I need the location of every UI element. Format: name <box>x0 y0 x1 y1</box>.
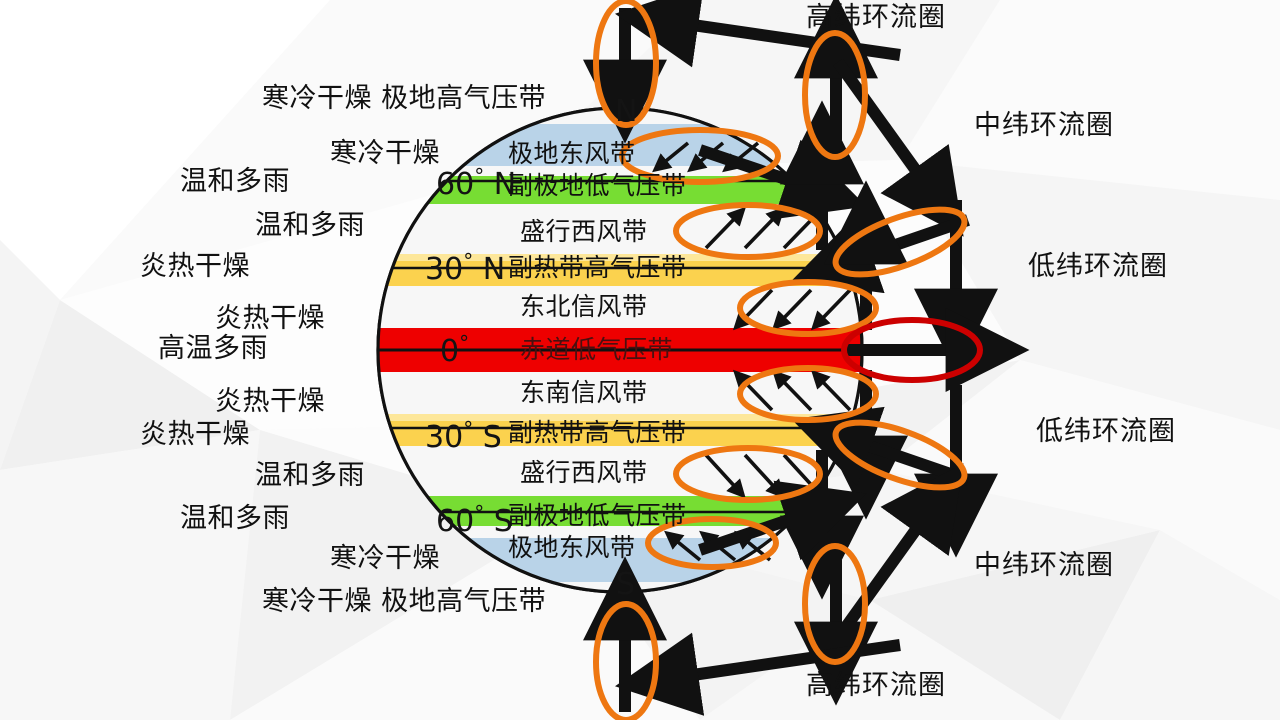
hemisphere: S <box>482 420 502 455</box>
band-label-subpolar-low-north: 副极地低气压带 <box>508 171 687 200</box>
climate-label-5: 炎热干燥 <box>215 303 325 334</box>
degree-symbol: ° <box>463 417 474 441</box>
highlight-equator-flow <box>841 317 983 383</box>
band-fill-se-trades <box>378 372 862 414</box>
latitude-value: 30 <box>425 252 464 287</box>
latitude-value: 60 <box>436 504 475 539</box>
highlight-south-pole-ascend <box>593 601 659 720</box>
cell-label-low-lat-south: 低纬环流圈 <box>1036 416 1176 447</box>
arrow-polar-bottom-west <box>614 632 901 716</box>
highlight-high-lat-descend-s <box>802 543 868 665</box>
highlight-ne-trades <box>737 279 879 337</box>
hemisphere: S <box>493 504 513 539</box>
latitude-mark-30s: 30° S <box>425 419 502 453</box>
highlight-westerlies-n <box>673 202 823 260</box>
latitude-value: 30 <box>425 420 464 455</box>
climate-label-2: 温和多雨 <box>180 166 290 197</box>
band-label-subpolar-low-south: 副极地低气压带 <box>508 501 687 530</box>
cell-label-mid-lat-south: 中纬环流圈 <box>974 550 1114 581</box>
band-label-subtropical-high-north: 副热带高气压带 <box>508 253 687 282</box>
climate-label-3: 温和多雨 <box>255 210 365 241</box>
latitude-value: 0 <box>440 334 460 369</box>
climate-label-9: 温和多雨 <box>255 460 365 491</box>
climate-label-11: 寒冷干燥 <box>330 543 440 574</box>
climate-label-10: 温和多雨 <box>180 503 290 534</box>
cell-label-mid-lat-north: 中纬环流圈 <box>974 110 1114 141</box>
band-label-subtropical-high-south: 副热带高气压带 <box>508 418 687 447</box>
band-label-polar-easterlies-north: 极地东风带 <box>508 139 636 168</box>
pole-label-north: N <box>615 94 638 129</box>
band-label-westerlies-south: 盛行西风带 <box>520 458 648 487</box>
arrow-ferrel-top-north <box>833 58 964 237</box>
band-label-westerlies-north: 盛行西风带 <box>520 217 648 246</box>
degree-symbol: ° <box>459 331 470 355</box>
cell-label-high-lat-south: 高纬环流圈 <box>806 670 946 701</box>
climate-label-6: 高温多雨 <box>158 333 268 364</box>
latitude-mark-60n: 60° N <box>436 166 516 200</box>
degree-symbol: ° <box>463 249 474 273</box>
band-label-polar-easterlies-south: 极地东风带 <box>508 533 636 562</box>
latitude-mark-60s: 60° S <box>436 503 513 537</box>
band-fill-ne-trades <box>378 286 862 328</box>
highlight-polar-easterlies-s <box>645 516 779 570</box>
cell-label-low-lat-north: 低纬环流圈 <box>1028 251 1168 282</box>
band-label-equatorial-low: 赤道低气压带 <box>520 335 674 364</box>
climate-label-1: 寒冷干燥 <box>330 138 440 169</box>
highlight-se-trades <box>737 365 879 423</box>
cell-label-high-lat-north: 高纬环流圈 <box>806 2 946 33</box>
arrow-polar-front-south <box>698 480 867 561</box>
hemisphere: N <box>493 167 517 202</box>
highlight-annotations <box>593 0 983 720</box>
latitude-value: 60 <box>436 167 475 202</box>
climate-label-0: 寒冷干燥 极地高气压带 <box>262 83 547 114</box>
climate-label-12: 寒冷干燥 极地高气压带 <box>262 586 547 617</box>
band-label-ne-trades: 东北信风带 <box>520 292 648 321</box>
latitude-mark-30n: 30° N <box>425 251 505 285</box>
highlight-westerlies-s <box>673 445 823 503</box>
highlight-subtropical-n <box>832 206 968 278</box>
highlight-polar-easterlies-n <box>619 127 781 185</box>
climate-label-4: 炎热干燥 <box>140 251 250 282</box>
highlight-high-lat-ascend-n <box>802 30 868 160</box>
highlight-subtropical-s <box>832 419 968 491</box>
latitude-mark-equator: 0° <box>440 333 469 367</box>
hemisphere: N <box>482 252 506 287</box>
highlight-north-pole-descend <box>593 0 659 128</box>
pole-label-south: S <box>616 567 636 602</box>
circulation-cell-arrows <box>583 0 1030 716</box>
climate-label-7: 炎热干燥 <box>215 386 325 417</box>
band-label-se-trades: 东南信风带 <box>520 378 648 407</box>
degree-symbol: ° <box>474 164 485 188</box>
arrow-ferrel-top-south <box>833 463 964 642</box>
climate-label-8: 炎热干燥 <box>140 419 250 450</box>
degree-symbol: ° <box>474 501 485 525</box>
